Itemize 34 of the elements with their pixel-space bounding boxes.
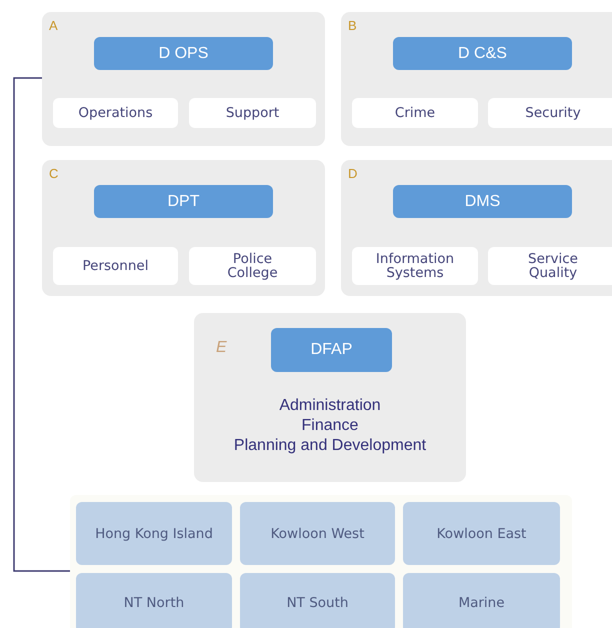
unit-box: Operations <box>53 98 178 128</box>
unit-box: Personnel <box>53 247 178 285</box>
unit-box: Crime <box>352 98 478 128</box>
region-box: Hong Kong Island <box>76 502 232 565</box>
region-box: Kowloon East <box>403 502 560 565</box>
director-box: D C&S <box>393 37 572 70</box>
department-panel <box>194 313 466 482</box>
panel-letter: A <box>49 18 58 33</box>
department-panel <box>341 12 612 146</box>
region-group-background <box>70 495 572 628</box>
unit-box: Service Quality <box>488 247 612 285</box>
function-text: Administration <box>278 398 382 414</box>
panel-letter: C <box>49 166 58 181</box>
panel-letter: B <box>348 18 357 33</box>
region-box: Kowloon West <box>240 502 395 565</box>
director-box: DPT <box>94 185 273 218</box>
unit-box: Police College <box>189 247 316 285</box>
director-box: DFAP <box>271 328 392 372</box>
function-text: Finance <box>300 418 360 434</box>
panel-letter: D <box>348 166 358 181</box>
region-box: NT South <box>240 573 395 628</box>
unit-box: Security <box>488 98 612 128</box>
connector-line <box>13 77 70 572</box>
department-panel <box>42 12 325 146</box>
director-box: DMS <box>393 185 572 218</box>
unit-box: Support <box>189 98 316 128</box>
panel-letter: E <box>216 339 227 357</box>
unit-box: Information Systems <box>352 247 478 285</box>
region-box: NT North <box>76 573 232 628</box>
department-panel <box>341 160 612 296</box>
department-panel <box>42 160 325 296</box>
region-box: Marine <box>403 573 560 628</box>
function-text: Planning and Development <box>232 438 428 454</box>
director-box: D OPS <box>94 37 273 70</box>
